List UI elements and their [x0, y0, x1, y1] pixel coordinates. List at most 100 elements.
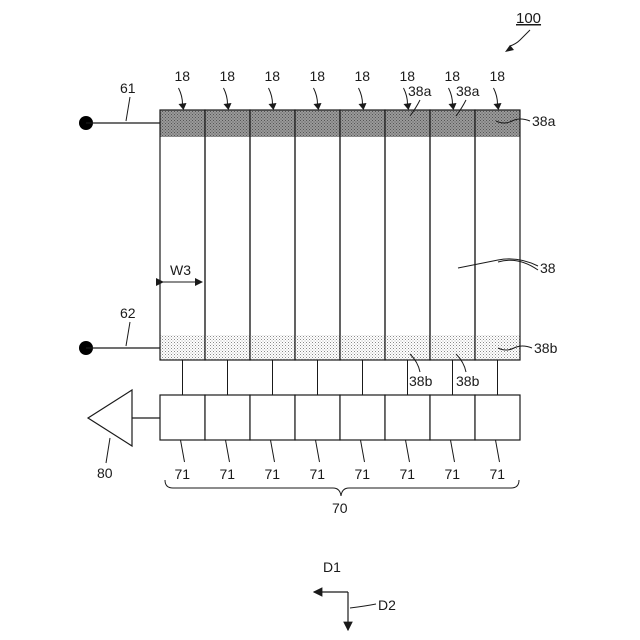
readout-cell-label: 71 — [175, 466, 191, 482]
element-strip — [205, 110, 250, 360]
readout-cell-label: 71 — [220, 466, 236, 482]
readout-cells — [160, 395, 520, 440]
electrode-top-label-2: 38a — [456, 83, 480, 99]
strip-arrow-head — [449, 103, 457, 110]
readout-cell-leader — [496, 440, 500, 462]
element-leader-2 — [498, 260, 538, 270]
electrode-top-label-3: 38a — [532, 113, 556, 129]
readout-cell — [475, 395, 520, 440]
strip-arrow-shaft — [179, 88, 183, 104]
readout-cell-leader — [271, 440, 275, 462]
readout-cell-label: 71 — [490, 466, 506, 482]
element-strip — [340, 110, 385, 360]
strip-arrow-head — [179, 103, 187, 110]
electrode-bottom-band — [295, 335, 340, 360]
strip-arrow-head — [359, 103, 367, 110]
strip-arrow-shaft — [404, 88, 408, 104]
figure-leader-arrowhead — [505, 45, 514, 52]
direction-d2-leader — [350, 604, 376, 608]
electrode-top-band — [430, 110, 475, 137]
electrode-top-label-1: 38a — [408, 83, 432, 99]
electrode-bottom-band — [430, 335, 475, 360]
readout-cell-leader — [451, 440, 455, 462]
figure-leader-squiggle — [510, 30, 530, 46]
figure-label: 100 — [516, 10, 541, 27]
readout-cell-label: 71 — [310, 466, 326, 482]
electrode-bottom-band — [250, 335, 295, 360]
strip-arrow-shaft — [314, 88, 318, 104]
strip-label: 18 — [265, 68, 281, 84]
strip-arrow-head — [269, 103, 277, 110]
element-strip — [475, 110, 520, 360]
electrode-bottom-band — [205, 335, 250, 360]
element-label: 38 — [540, 260, 556, 276]
amplifier: 80 — [88, 390, 160, 481]
width-label: W3 — [170, 262, 191, 278]
terminal-61: 61 — [79, 80, 160, 130]
terminal-62: 62 — [79, 305, 160, 355]
electrode-top-band — [205, 110, 250, 137]
readout-group-brace — [165, 480, 519, 496]
readout-cell-label: 71 — [445, 466, 461, 482]
readout-cell-leader — [406, 440, 410, 462]
electrode-top-band — [250, 110, 295, 137]
electrode-bottom-band — [385, 335, 430, 360]
strip-arrow-head — [224, 103, 232, 110]
readout-cell-leader — [316, 440, 320, 462]
strip-label: 18 — [490, 68, 506, 84]
strip-to-readout-connections — [183, 360, 498, 395]
strip-arrow-head — [494, 103, 502, 110]
strip-label: 18 — [400, 68, 416, 84]
direction-indicator: D1 D2 — [314, 559, 396, 630]
readout-cell — [205, 395, 250, 440]
strip-label: 18 — [445, 68, 461, 84]
terminal-61-leader — [126, 97, 130, 121]
electrode-top-band — [295, 110, 340, 137]
strip-arrow-shaft — [359, 88, 363, 104]
electrode-bottom-band — [160, 335, 205, 360]
readout-cell — [340, 395, 385, 440]
readout-cell — [295, 395, 340, 440]
electrode-top-band — [340, 110, 385, 137]
element-strip — [295, 110, 340, 360]
strip-arrow-head — [404, 103, 412, 110]
direction-d2-label: D2 — [378, 597, 396, 613]
strip-label: 18 — [175, 68, 191, 84]
electrode-bottom-band — [475, 335, 520, 360]
strip-arrow-head — [314, 103, 322, 110]
readout-cell-labels: 7171717171717171 — [175, 440, 506, 482]
readout-cell-leader — [361, 440, 365, 462]
terminal-62-leader — [126, 322, 130, 346]
strip-label: 18 — [310, 68, 326, 84]
element-strip — [160, 110, 205, 360]
readout-cell-label: 71 — [265, 466, 281, 482]
electrode-top-band — [385, 110, 430, 137]
strip-arrow-shaft — [449, 88, 453, 104]
electrode-top-band — [475, 110, 520, 137]
electrode-bottom-band — [340, 335, 385, 360]
strip-label: 18 — [220, 68, 236, 84]
electrode-bottom-label-3: 38b — [534, 340, 558, 356]
element-strips — [160, 110, 520, 360]
readout-cell-label: 71 — [355, 466, 371, 482]
electrode-bottom-label-2: 38b — [456, 373, 480, 389]
strip-arrow-shaft — [494, 88, 498, 104]
element-strip — [430, 110, 475, 360]
strip-arrow-shaft — [269, 88, 273, 104]
electrode-bottom-label-1: 38b — [409, 373, 433, 389]
readout-cell-leader — [181, 440, 185, 462]
amplifier-leader — [106, 438, 110, 463]
strip-arrow-shaft — [224, 88, 228, 104]
amplifier-label: 80 — [97, 465, 113, 481]
strip-label: 18 — [355, 68, 371, 84]
electrode-top-band — [160, 110, 205, 137]
terminal-62-label: 62 — [120, 305, 136, 321]
readout-cell — [430, 395, 475, 440]
readout-cell-leader — [226, 440, 230, 462]
readout-cell — [160, 395, 205, 440]
terminal-61-label: 61 — [120, 80, 136, 96]
readout-cell — [385, 395, 430, 440]
element-strip — [250, 110, 295, 360]
readout-group-label: 70 — [332, 500, 348, 516]
